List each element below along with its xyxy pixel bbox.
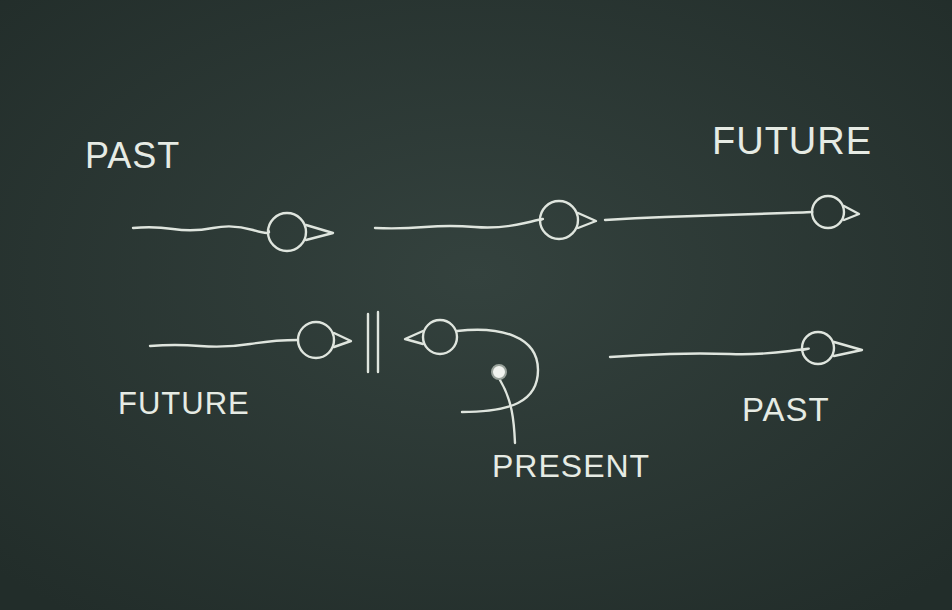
beak bbox=[334, 333, 351, 347]
chalk-label: FUTURE bbox=[118, 388, 250, 419]
beak bbox=[405, 331, 423, 344]
head bbox=[812, 196, 844, 228]
head bbox=[298, 322, 334, 358]
leader-line bbox=[500, 380, 515, 443]
parallel-sign bbox=[368, 312, 378, 372]
chalk-label: PAST bbox=[85, 138, 180, 174]
curled-tail bbox=[457, 330, 538, 412]
head bbox=[268, 213, 306, 251]
beak bbox=[306, 225, 333, 240]
chalk-label: FUTURE bbox=[712, 122, 872, 160]
tail bbox=[375, 219, 543, 228]
beak bbox=[578, 213, 596, 228]
head bbox=[802, 332, 834, 364]
tail bbox=[133, 226, 269, 233]
tail bbox=[605, 212, 812, 220]
beak bbox=[844, 206, 859, 220]
chalk-label: PAST bbox=[742, 393, 830, 426]
present-dot bbox=[492, 365, 506, 379]
tail bbox=[150, 340, 298, 347]
beak bbox=[834, 342, 862, 356]
chalk-label: PRESENT bbox=[492, 450, 650, 482]
head bbox=[540, 201, 578, 239]
head bbox=[423, 320, 457, 354]
tail bbox=[610, 349, 809, 357]
